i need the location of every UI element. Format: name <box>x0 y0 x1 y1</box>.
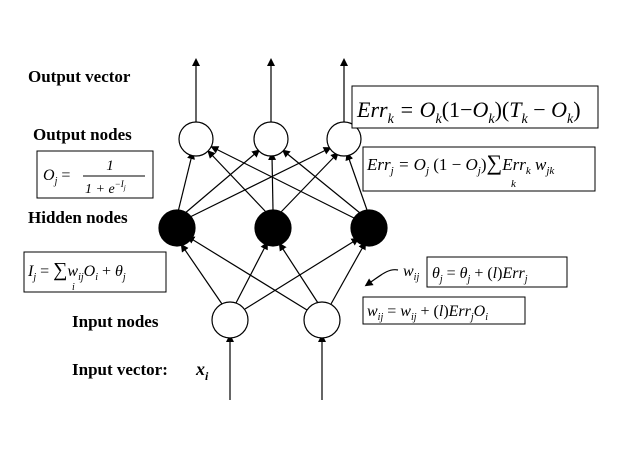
hidden-nodes-label: Hidden nodes <box>28 208 128 227</box>
input-node-2 <box>303 301 341 339</box>
output-node-2 <box>253 121 289 157</box>
formula-hidden-error: Errj = Oj (1 − Oj)∑Errk wjk k <box>362 146 596 192</box>
input-node-1 <box>211 301 249 339</box>
svg-text:Ij = ∑wijOi + θj: Ij = ∑wijOi + θj <box>27 259 126 283</box>
formula-sigmoid: Oj = 1 1 + e−Ij <box>36 150 154 199</box>
hidden-node-1 <box>158 209 196 247</box>
input-vector-label: Input vector: <box>72 360 168 379</box>
weight-symbol: wij <box>403 263 419 283</box>
svg-text:i: i <box>72 282 75 293</box>
output-node-1 <box>178 121 214 157</box>
input-vector-symbol: xi <box>195 359 209 383</box>
svg-text:1: 1 <box>106 158 114 174</box>
hidden-to-output-edges <box>177 146 368 220</box>
weight-annotation: wij <box>364 263 419 287</box>
svg-text:k: k <box>511 178 517 190</box>
formula-net-input: Ij = ∑wijOi + θj i <box>23 251 167 293</box>
formula-output-error: Errk = Ok(1−Ok)(Tk − Ok) <box>351 85 599 129</box>
input-to-hidden-edges <box>180 235 366 311</box>
svg-text:Errj = Oj (1 − Oj)∑Errk wjk: Errj = Oj (1 − Oj)∑Errk wjk <box>366 150 555 177</box>
svg-text:wij = wij + (l)ErrjOi: wij = wij + (l)ErrjOi <box>367 303 488 323</box>
output-node-3 <box>326 121 362 157</box>
formula-bias-update: θj = θj + (l)Errj <box>426 256 568 288</box>
hidden-node-3 <box>350 209 388 247</box>
formula-weight-update: wij = wij + (l)ErrjOi <box>362 296 526 325</box>
input-nodes-label: Input nodes <box>72 312 159 331</box>
hidden-node-2 <box>254 209 292 247</box>
output-vector-label: Output vector <box>28 67 131 86</box>
output-nodes-label: Output nodes <box>33 125 132 144</box>
svg-text:Oj =: Oj = <box>43 167 70 187</box>
svg-text:θj = θj + (l)Errj: θj = θj + (l)Errj <box>432 265 528 285</box>
